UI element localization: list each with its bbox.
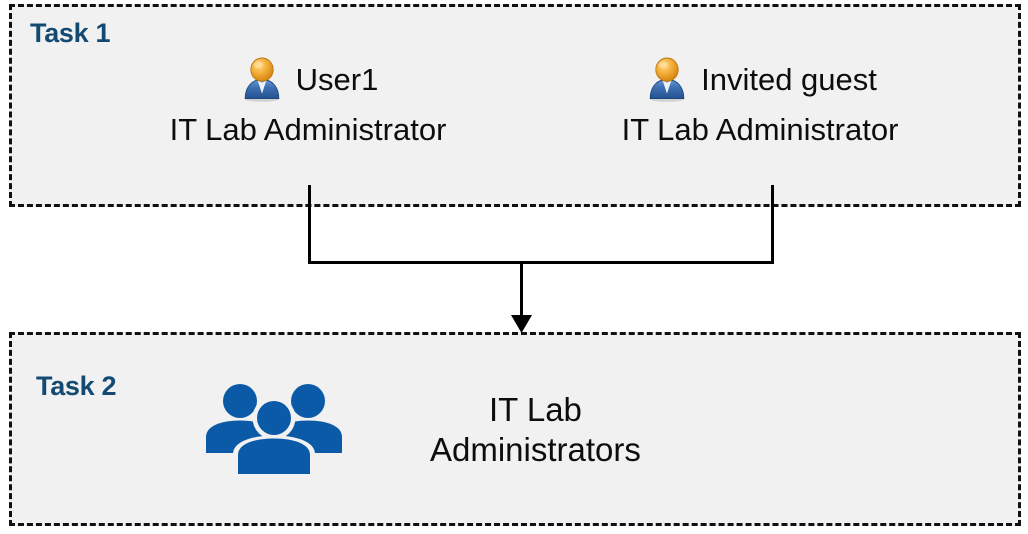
person-entry-invited-guest: Invited guest IT Lab Administrator [575, 55, 945, 145]
user-icon [643, 55, 691, 103]
group-entry-it-lab-administrators: IT Lab Administrators [200, 380, 900, 480]
user-icon [238, 55, 286, 103]
task-1-box [9, 4, 1021, 207]
person-guest-header: Invited guest [575, 55, 945, 103]
task-1-label: Task 1 [30, 18, 111, 48]
group-label: IT Lab Administrators [430, 390, 641, 468]
person-role: IT Lab Administrator [169, 112, 447, 147]
person-name: User1 [295, 61, 379, 97]
person-role: IT Lab Administrator [621, 112, 899, 147]
person-name: Invited guest [701, 61, 877, 97]
person-user1-header: User1 [128, 55, 488, 103]
task-2-box [9, 332, 1021, 526]
task-2-label: Task 2 [36, 371, 117, 401]
group-people-icon [200, 380, 348, 480]
person-entry-user1: User1 IT Lab Administrator [128, 55, 488, 145]
